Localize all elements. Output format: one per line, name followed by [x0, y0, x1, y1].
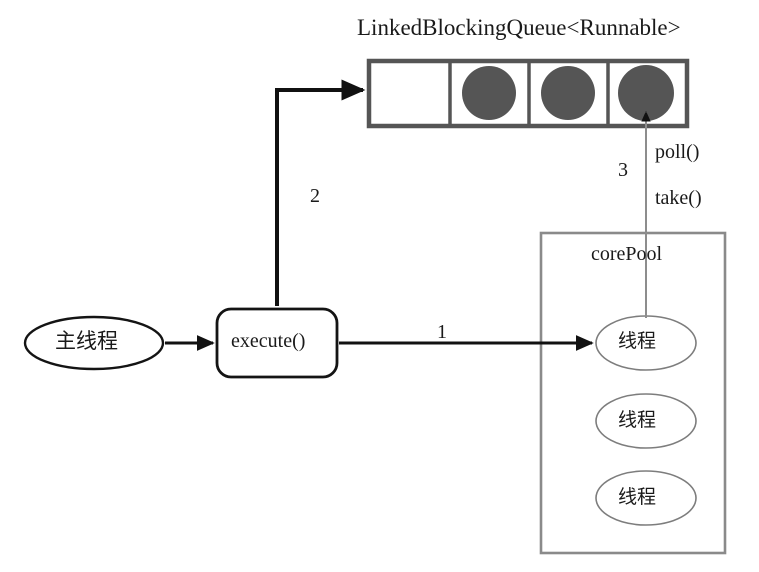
- thread-ellipse-3: [595, 470, 697, 526]
- arrow-3-number-label: 3: [618, 159, 628, 181]
- main-thread-ellipse: [23, 315, 165, 371]
- thread-label-1: 线程: [618, 330, 657, 352]
- execute-box: [215, 307, 339, 379]
- arrow-2-number-label: 2: [310, 185, 320, 207]
- queue-runnable-circle: [618, 65, 674, 121]
- arrow-1-number-label: 1: [437, 321, 447, 343]
- queue-box: [366, 58, 690, 129]
- poll-annotation-label: poll(): [655, 141, 700, 163]
- thread-label-3: 线程: [618, 486, 657, 508]
- queue-title-label: LinkedBlockingQueue<Runnable>: [357, 15, 681, 40]
- arrow-2-execute-to-queue: [275, 79, 366, 306]
- core-pool-label: corePool: [591, 243, 663, 265]
- thread-label-2: 线程: [618, 409, 657, 431]
- execute-label: execute(): [231, 330, 306, 352]
- thread-ellipse-2: [595, 393, 697, 449]
- take-annotation-label: take(): [655, 187, 702, 209]
- main-thread-label: 主线程: [55, 329, 118, 353]
- queue-runnable-circle: [462, 66, 516, 120]
- core-pool-box: [539, 231, 727, 555]
- queue-runnable-circle: [541, 66, 595, 120]
